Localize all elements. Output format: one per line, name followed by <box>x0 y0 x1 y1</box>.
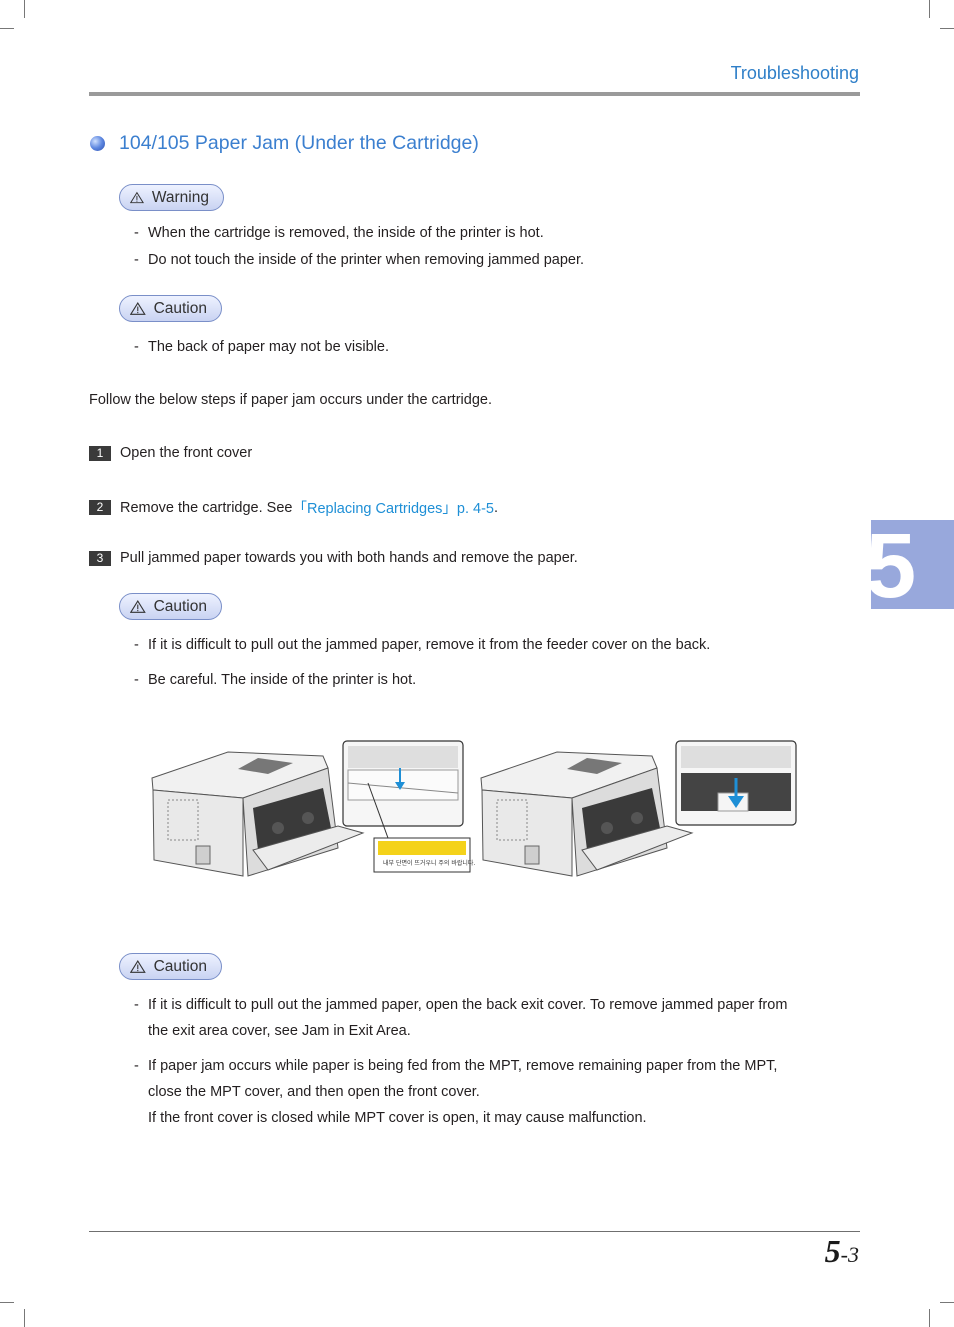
chapter-tab-number: 5 <box>871 520 917 609</box>
section-heading: 104/105 Paper Jam (Under the Cartridge) <box>90 132 479 155</box>
step-1: 1 Open the front cover <box>89 445 252 461</box>
caution-badge: Caution <box>119 295 222 322</box>
page-number: 5-3 <box>824 1233 859 1269</box>
list-item: -Be careful. The inside of the printer i… <box>134 672 417 688</box>
warning-label-text: 내부 단면이 뜨거우니 주의 바랍니다. <box>383 859 475 867</box>
step-text-end: . <box>493 499 498 516</box>
step-number: 3 <box>89 550 111 566</box>
crop-mark <box>0 28 14 29</box>
step-3: 3 Pull jammed paper towards you with bot… <box>89 550 578 566</box>
list-item: -Do not touch the inside of the printer … <box>134 252 585 268</box>
list-item: -If it is difficult to pull out the jamm… <box>134 637 711 653</box>
list-item: -When the cartridge is removed, the insi… <box>134 225 544 241</box>
warning-label: Warning <box>151 188 209 206</box>
caution-label: Caution <box>153 957 207 975</box>
crop-mark <box>24 1309 25 1327</box>
warning-triangle-icon <box>130 191 144 204</box>
list-item: -If paper jam occurs while paper is bein… <box>134 1058 778 1126</box>
crop-mark <box>940 28 954 29</box>
chapter-tab: 5 <box>871 520 954 609</box>
header-rule <box>89 92 860 96</box>
intro-paragraph: Follow the below steps if paper jam occu… <box>89 392 492 408</box>
printer-drawing-left <box>151 751 365 877</box>
caution-triangle-icon <box>130 600 146 613</box>
caution-label: Caution <box>153 597 207 615</box>
step-text: Pull jammed paper towards you with both … <box>120 550 578 566</box>
step-2: 2 Remove the cartridge. See 「Replacing C… <box>89 497 498 518</box>
printer-jam-illustration: 내부 단면이 뜨거우니 주의 바랍니다. <box>151 740 797 877</box>
inset-right <box>675 740 797 826</box>
step-number: 1 <box>89 445 111 461</box>
crop-mark <box>940 1302 954 1303</box>
crop-mark <box>929 0 930 18</box>
crop-mark <box>0 1302 14 1303</box>
list-item: -If it is difficult to pull out the jamm… <box>134 997 788 1039</box>
inset-left: 내부 단면이 뜨거우니 주의 바랍니다. <box>342 740 475 873</box>
caution-badge: Caution <box>119 953 222 980</box>
running-header: Troubleshooting <box>730 63 859 83</box>
crop-mark <box>929 1309 930 1327</box>
caution-triangle-icon <box>130 302 146 315</box>
section-title: 104/105 Paper Jam (Under the Cartridge) <box>119 132 479 154</box>
crop-mark <box>24 0 25 18</box>
list-item: -The back of paper may not be visible. <box>134 339 389 355</box>
caution-label: Caution <box>153 299 207 317</box>
step-text: Open the front cover <box>120 445 253 461</box>
bullet-ball-icon <box>90 136 105 151</box>
step-number: 2 <box>89 500 111 515</box>
cross-reference-link[interactable]: 「Replacing Cartridges」p. 4-5 <box>292 501 494 517</box>
printer-drawing-right <box>480 751 694 877</box>
step-text: Remove the cartridge. See <box>120 499 293 516</box>
footer-rule <box>89 1231 860 1232</box>
caution-triangle-icon <box>130 960 146 973</box>
caution-badge: Caution <box>119 593 222 620</box>
warning-badge: Warning <box>119 184 224 211</box>
